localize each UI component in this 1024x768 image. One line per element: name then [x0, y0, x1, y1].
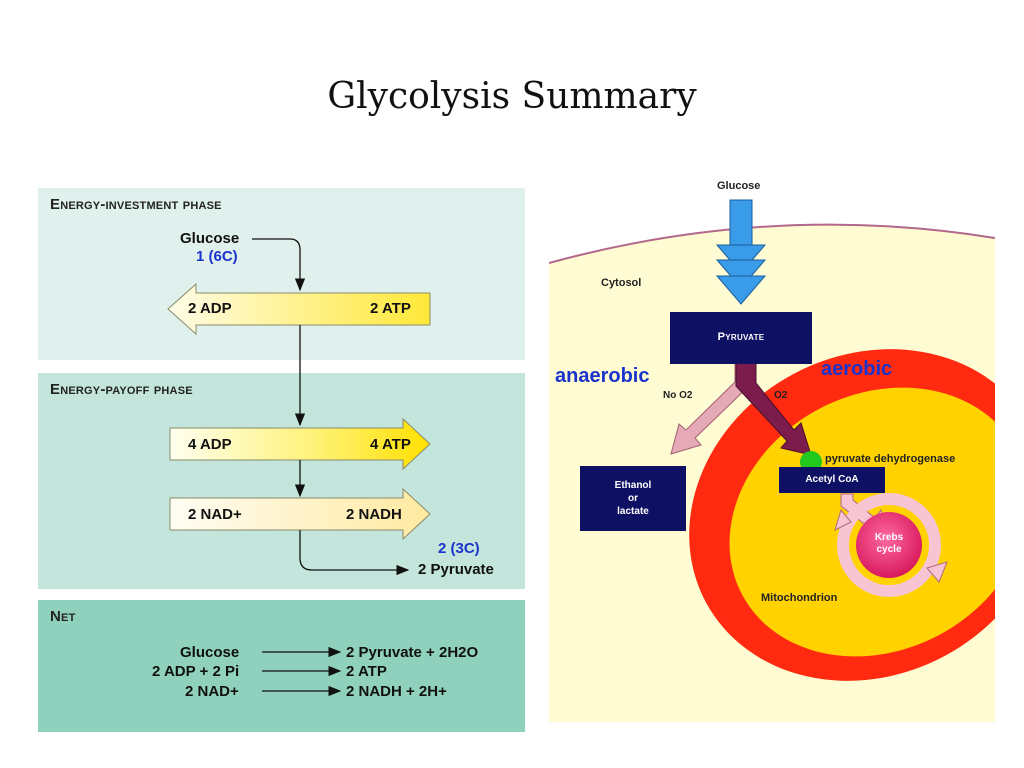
- net-row-3-left: 2 NAD+: [185, 683, 239, 700]
- glucose-connector: [252, 238, 306, 292]
- mitochondrion-label: Mitochondrion: [761, 592, 838, 604]
- krebs-cycle-ring: [837, 493, 941, 597]
- investment-arrow: [167, 282, 431, 336]
- krebs-cycle-arrowhead-2: [834, 508, 852, 531]
- cytosol-label: Cytosol: [601, 277, 642, 289]
- net-row-1-left: Glucose: [180, 644, 240, 661]
- payoff-adp-label: 4 ADP: [188, 436, 232, 453]
- glucose-arrow-chevron-2: [715, 259, 767, 289]
- payoff-phase-heading: Energy-payoff phase: [50, 381, 193, 398]
- investment-atp-label: 2 ATP: [370, 300, 411, 317]
- aerobic-arrow: [735, 362, 812, 456]
- krebs-line-2: cycle: [876, 544, 902, 555]
- ethanol-lactate-label: Ethanol or lactate: [580, 479, 686, 518]
- glucose-top-label: Glucose: [717, 180, 761, 192]
- acetyl-coa-label: Acetyl CoA: [805, 474, 859, 485]
- cellular-respiration-figure: Glucose Cytosol Pyruvate anaerobic aerob…: [549, 170, 995, 722]
- pyruvate-label: 2 Pyruvate: [418, 561, 494, 578]
- payoff-arrow-nadh: [169, 487, 431, 541]
- payoff-arrow-atp: [169, 417, 431, 471]
- net-row-1-right: 2 Pyruvate + 2H2O: [346, 644, 479, 661]
- investment-adp-label: 2 ADP: [188, 300, 232, 317]
- payoff-phase-panel: Energy-payoff phase: [38, 373, 525, 589]
- glucose-arrow-chevron-1: [715, 244, 767, 274]
- ethanol-line-3: lactate: [617, 506, 649, 517]
- ethanol-line-2: or: [628, 493, 638, 504]
- anaerobic-label: anaerobic: [555, 365, 650, 387]
- ethanol-lactate-box: [580, 466, 686, 531]
- investment-phase-panel: Energy-investment phase: [38, 188, 525, 360]
- net-row-3-right: 2 NADH + 2H+: [346, 683, 447, 700]
- ethanol-line-1: Ethanol: [614, 480, 652, 491]
- pyruvate-count: 2 (3C): [438, 540, 480, 557]
- glucose-label: Glucose: [180, 230, 240, 247]
- enzyme-label: pyruvate dehydrogenase: [825, 453, 956, 465]
- pyruvate-box-label: Pyruvate: [717, 331, 765, 343]
- slide-title: Glycolysis Summary: [327, 76, 697, 117]
- cell-diagram-layer: [549, 199, 995, 722]
- investment-phase-heading: Energy-investment phase: [50, 196, 222, 213]
- payoff-nadh-label: 2 NADH: [346, 506, 402, 523]
- net-row-2-right: 2 ATP: [346, 663, 387, 680]
- payoff-atp-label: 4 ATP: [370, 436, 411, 453]
- krebs-cycle-core: [856, 512, 922, 578]
- acetyl-coa-box: [779, 467, 885, 493]
- pyruvate-box: [670, 312, 812, 364]
- cell-membrane: [549, 223, 995, 264]
- payoff-nad-label: 2 NAD+: [188, 506, 242, 523]
- aerobic-label: aerobic: [821, 358, 893, 380]
- krebs-cycle-label: Krebs cycle: [859, 532, 919, 556]
- glucose-arrow-chevron-3: [715, 275, 767, 305]
- net-panel: Net: [38, 600, 525, 732]
- krebs-line-1: Krebs: [874, 532, 904, 543]
- net-row-2-left: 2 ADP + 2 Pi: [152, 663, 240, 680]
- krebs-cycle-arrowhead-1: [926, 561, 948, 583]
- no-oxygen-label: No O2: [663, 390, 693, 401]
- glucose-count: 1 (6C): [196, 248, 238, 265]
- glucose-arrow-shaft: [729, 199, 753, 249]
- pyruvate-connector: [299, 530, 410, 576]
- net-heading: Net: [50, 608, 76, 625]
- oxygen-label: O2: [774, 390, 788, 401]
